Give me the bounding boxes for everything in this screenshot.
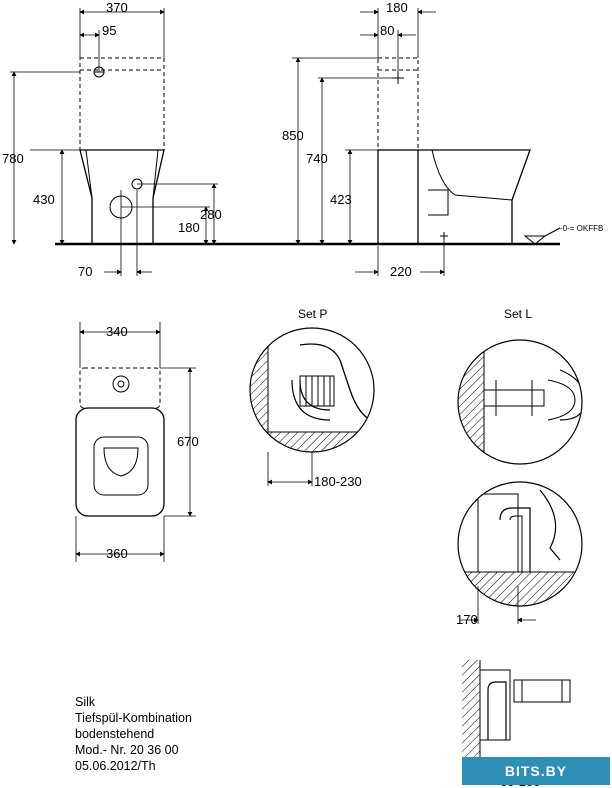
front-inlet-offset: 95 [102,23,116,38]
product-model: Mod.- Nr. 20 36 00 [75,742,192,758]
front-outlet-offset: 70 [78,264,92,279]
front-outlet-center: 180 [178,220,200,235]
set-p-range: 180-230 [314,474,362,489]
top-width-bowl: 360 [106,546,128,561]
product-date: 05.06.2012/Th [75,758,192,774]
side-view [292,8,560,276]
front-width-total: 370 [106,0,128,15]
wall-detail [462,660,570,760]
front-view [10,8,218,276]
front-height-total: 780 [2,151,24,166]
product-line: Silk [75,694,192,710]
set-p-title: Set P [298,307,327,321]
side-depth-tank: 180 [386,0,408,15]
product-mount: bodenstehend [75,726,192,742]
product-info: Silk Tiefspül-Kombination bodenstehend M… [75,694,192,774]
set-p-detail [248,328,380,486]
front-bowl-height: 430 [33,192,55,207]
front-outlet-height: 280 [200,207,222,222]
set-l-detail-top [458,340,585,470]
side-height-total: 850 [282,128,304,143]
set-l-title: Set L [504,307,532,321]
watermark-logo: BITS.BY [462,757,610,785]
side-outlet-distance: 220 [390,264,412,279]
set-l-distance: 170 [456,612,478,627]
side-inlet-offset: 80 [380,23,394,38]
side-height-tank: 740 [306,151,328,166]
floor-mark: -0-= OKFFB [560,224,603,233]
side-outlet-height: 423 [330,192,352,207]
top-depth-total: 670 [177,434,199,449]
product-type: Tiefspül-Kombination [75,710,192,726]
set-l-detail-bottom [456,482,586,624]
top-width-tank: 340 [106,324,128,339]
